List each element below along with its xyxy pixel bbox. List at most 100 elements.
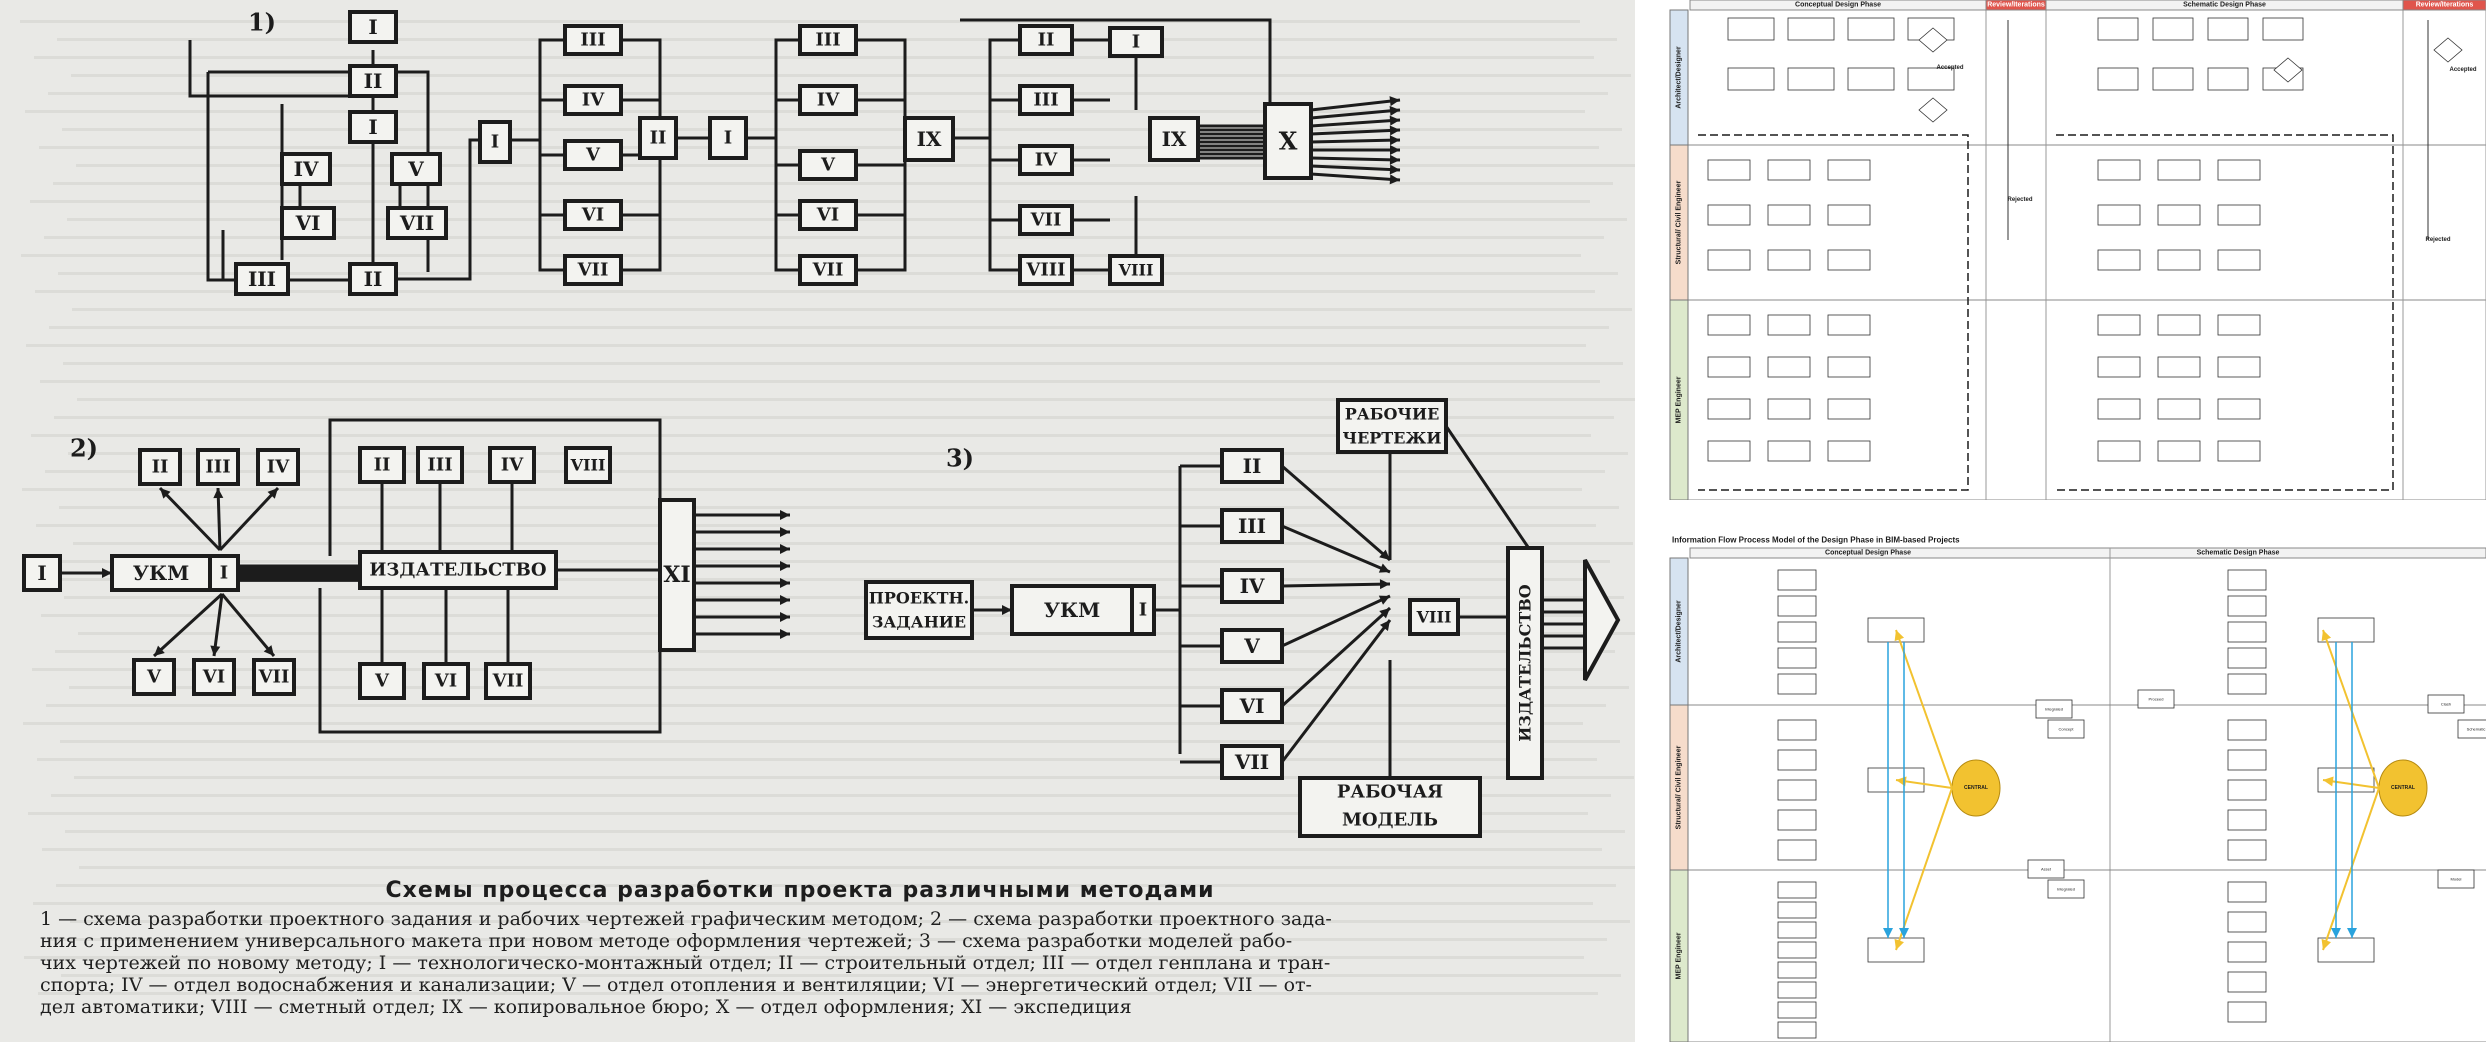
hub-link-head [2321, 630, 2332, 642]
d3-box-ukm-label: УКМ [1044, 598, 1101, 622]
process-box [2227, 673, 2267, 695]
side-box-label-0: Integrated [2045, 707, 2063, 712]
d1-fan-c [746, 38, 800, 140]
d2-lower-2-label: VII [492, 671, 524, 692]
scan-texture [79, 866, 1635, 869]
process-box [2262, 17, 2304, 41]
hub-link [1895, 629, 1953, 789]
d3-dept-arrow [1280, 619, 1392, 763]
d1-out-arrow-head [1389, 96, 1400, 107]
info-exchange-line-head [2347, 928, 2357, 938]
d3-dept-2-label: IV [1240, 574, 1265, 598]
scan-texture [73, 542, 1633, 545]
d1-box-vi [280, 206, 336, 240]
process-box [2227, 621, 2267, 643]
process-box [1767, 356, 1811, 378]
d2-ray [220, 593, 276, 657]
phase-label-b1: Schematic Design Phase [2197, 550, 2280, 557]
scan-texture [63, 362, 1623, 365]
lane-label-b2: MEP Engineer [1676, 932, 1683, 979]
d1-out-arrow [1310, 128, 1401, 136]
bim-bottom-title: Information Flow Process Model of the De… [1672, 536, 1960, 545]
process-box [1847, 17, 1895, 41]
d2-ray-head [160, 488, 171, 499]
d3-dept-5-label: VII [1234, 750, 1269, 774]
d1-box-vii-label: VII [399, 211, 434, 235]
caption-line: спорта; IV — отдел водоснабжения и канал… [40, 974, 1312, 996]
d2-upper-1-label: III [427, 455, 452, 476]
bim-process-bottom: Information Flow Process Model of the De… [1668, 530, 2486, 1042]
d2-loop-bot [318, 588, 662, 734]
d1-box-i-b [348, 110, 398, 144]
d3-drawings-line1: РАБОЧИЕ [1345, 405, 1440, 424]
process-box [1707, 398, 1751, 420]
scan-texture [41, 614, 1601, 617]
process-box [1827, 204, 1871, 226]
d1-box-ix-b-label: IX [1162, 127, 1187, 151]
d2-bot-0-label: V [146, 667, 162, 688]
d3-arrow-task-head [1002, 605, 1012, 615]
process-box [2227, 839, 2267, 861]
phase-header-row [1689, 547, 2486, 559]
d3-dept-4-label: VI [1239, 694, 1265, 718]
side-box-label-7: Proceed [2149, 697, 2164, 702]
process-box [1777, 673, 1817, 695]
d2-top-2-label: IV [267, 457, 290, 478]
d1-mid-c-1 [1018, 84, 1074, 116]
process-box [2217, 440, 2261, 462]
d3-box-publisher [1506, 546, 1544, 780]
process-box [2217, 159, 2261, 181]
process-box [1767, 204, 1811, 226]
scan-texture [54, 416, 1614, 419]
d2-top-1 [196, 448, 240, 486]
d2-lower-1-label: VI [434, 671, 457, 692]
d1-mid-a-4-label: VII [577, 260, 609, 281]
scan-texture [27, 578, 1587, 581]
process-box [2097, 398, 2141, 420]
d1-out-arrow-head [1389, 125, 1400, 136]
scan-texture [59, 506, 1619, 509]
d2-out-arrow-head [780, 510, 790, 520]
d1-box-v [390, 152, 442, 186]
side-box-6 [2437, 869, 2475, 889]
d1-out-arrow [1310, 156, 1401, 162]
d1-mid-b-1-label: IV [817, 90, 840, 111]
d2-bot-1-label: VI [202, 667, 225, 688]
process-box [1707, 356, 1751, 378]
process-box [2207, 67, 2249, 91]
process-box [2207, 17, 2249, 41]
process-box [1707, 314, 1751, 336]
d3-task-line2: ЗАДАНИЕ [872, 613, 966, 632]
decision-diamond [1918, 97, 1948, 123]
side-box-label-5: Schematic [2467, 727, 2486, 732]
d2-top-2 [256, 448, 300, 486]
d1-mid-b-0-label: III [815, 30, 840, 51]
hub-link-head [1894, 630, 1905, 642]
caption-line: ния с применением универсального макета … [40, 930, 1293, 952]
d1-mid-b-4-label: VII [812, 260, 844, 281]
d1-fan-a [510, 138, 565, 272]
d1-box-ii [348, 64, 398, 98]
d1-mid-c-3-label: VII [1030, 210, 1062, 231]
d2-ray [152, 592, 224, 658]
d1-box-ii-label: II [364, 69, 383, 93]
lane-label-b1: Structural/ Civil Engineer [1676, 745, 1683, 829]
process-box [1907, 67, 1955, 91]
d1-out-arrow-head [1389, 115, 1400, 126]
scan-texture [32, 668, 1592, 671]
d2-arrow-in-head [102, 568, 112, 578]
d3-box-estimate-label: VIII [1416, 608, 1452, 627]
d2-ray-head [210, 645, 221, 656]
d1-mid-b-2-label: V [820, 155, 836, 176]
process-box [1707, 204, 1751, 226]
d3-dept-arrow-head [1379, 608, 1390, 619]
d1-box-ii-c-label: II [650, 128, 667, 149]
d2-lower-1 [422, 662, 470, 700]
d1-mid-a-1 [563, 84, 623, 116]
process-box [2157, 440, 2201, 462]
d2-lower-0-label: V [374, 671, 390, 692]
scan-texture [78, 632, 1635, 635]
scan-texture [61, 974, 1621, 977]
d1-box-i-c-label: I [491, 132, 499, 153]
